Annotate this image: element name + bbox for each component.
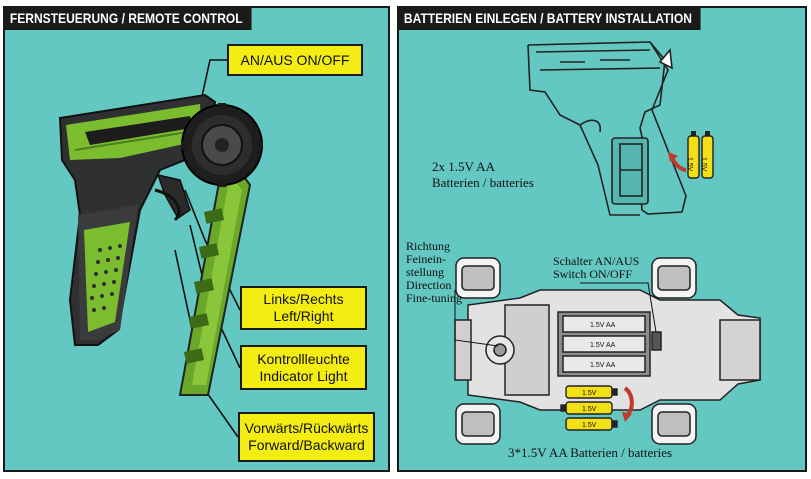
trim-label-line4: Direction [406, 278, 452, 292]
remote-battery-diagram [527, 41, 687, 216]
car-loose-batteries [560, 385, 618, 431]
remote-batteries-line2: Batterien / batteries [432, 175, 534, 190]
switch-label-line1: Schalter AN/AUS [553, 254, 640, 268]
remote-loose-batteries: 1.5V 1.5V [668, 131, 714, 179]
indicator-callout-de: Kontrollleuchte [257, 350, 350, 367]
throttle-callout-en: Forward/Backward [248, 437, 365, 453]
car-batteries-label: 3*1.5V AA Batterien / batteries [508, 446, 672, 459]
car-bay-text-1: 1.5V AA [590, 322, 616, 329]
remote-batteries-label: 2x 1.5V AA Batterien / batteries [432, 159, 534, 191]
remote-control-title: FERNSTEUERUNG / REMOTE CONTROL [3, 6, 252, 30]
throttle-callout-de: Vorwärts/Rückwärts [244, 420, 369, 436]
throttle-callout: Vorwärts/Rückwärts Forward/Backward [238, 412, 375, 462]
steering-callout: Links/Rechts Left/Right [240, 286, 367, 330]
indicator-callout: Kontrollleuchte Indicator Light [240, 345, 367, 390]
car-loose-text-3: 1.5V [582, 422, 597, 429]
steering-callout-de: Links/Rechts [263, 291, 344, 307]
switch-label: Schalter AN/AUS Switch ON/OFF [553, 255, 639, 281]
remote-battery-text-1: 1.5V [686, 157, 693, 172]
trim-label-line2: Feinein- [406, 252, 446, 266]
car-loose-text-1: 1.5V [582, 390, 597, 397]
power-callout: AN/AUS ON/OFF [227, 44, 363, 76]
battery-installation-title: BATTERIEN EINLEGEN / BATTERY INSTALLATIO… [397, 6, 701, 30]
trim-label-line5: Fine-tuning [406, 291, 462, 305]
trim-label-line1: Richtung [406, 239, 450, 253]
car-batteries-text: 3*1.5V AA Batterien / batteries [508, 445, 673, 460]
car-battery-diagram [454, 257, 761, 445]
remote-battery-text-2: 1.5V [700, 157, 707, 172]
trim-label-line3: stellung [406, 265, 444, 279]
trim-label: Richtung Feinein- stellung Direction Fin… [406, 240, 462, 305]
switch-label-line2: Switch ON/OFF [553, 267, 633, 281]
indicator-callout-en: Indicator Light [259, 367, 348, 384]
steering-callout-en: Left/Right [273, 308, 334, 324]
power-callout-text: AN/AUS ON/OFF [240, 51, 350, 68]
steering-wheel [181, 103, 263, 187]
remote-batteries-line1: 2x 1.5V AA [432, 159, 495, 174]
car-bay-text-3: 1.5V AA [590, 362, 616, 369]
car-loose-text-2: 1.5V [582, 406, 597, 413]
car-bay-text-2: 1.5V AA [590, 342, 616, 349]
remote-body [58, 93, 217, 346]
